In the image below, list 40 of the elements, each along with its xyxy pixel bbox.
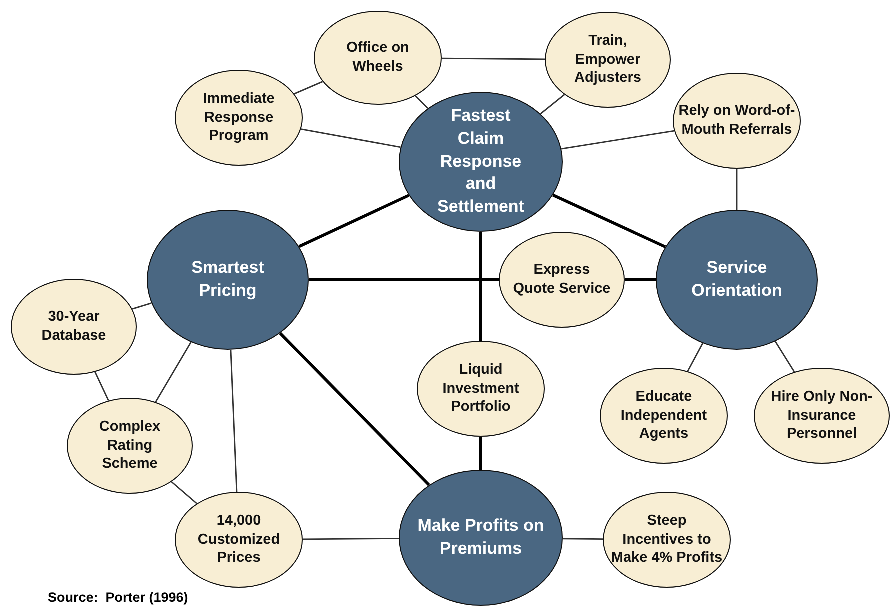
connector-line xyxy=(552,194,666,248)
node-label: Express Quote Service xyxy=(512,261,612,299)
connector-line xyxy=(562,538,604,540)
connector-line xyxy=(230,350,238,492)
node-label: Fastest Claim Response and Settlement xyxy=(436,104,526,218)
connector-line xyxy=(279,332,430,486)
connector-line xyxy=(736,169,738,210)
node-label: Rely on Word-of-Mouth Referrals xyxy=(678,102,796,140)
node-label: Hire Only Non-Insurance Personnel xyxy=(770,388,874,444)
connector-line xyxy=(625,278,656,282)
connector-line xyxy=(540,94,566,115)
node-label: Service Orientation xyxy=(690,257,784,302)
node-label: 14,000 Customized Prices xyxy=(196,512,282,568)
node-label: Smartest Pricing xyxy=(190,257,266,302)
connector-line xyxy=(171,481,198,504)
connector-line xyxy=(774,341,796,372)
connector-line xyxy=(132,302,152,310)
node-label: Steep Incentives to Make 4% Profits xyxy=(611,512,723,568)
connector-line xyxy=(301,128,401,148)
node-label: Educate Independent Agents xyxy=(620,388,708,444)
node-label: Make Profits on Premiums xyxy=(416,515,546,560)
connector-line xyxy=(298,194,410,248)
connector-line xyxy=(480,437,482,470)
connector-line xyxy=(415,96,429,110)
connector-line xyxy=(294,81,324,95)
connector-line xyxy=(687,343,704,372)
connector-line xyxy=(442,58,545,60)
node-label: Complex Rating Scheme xyxy=(98,418,162,474)
connector-line xyxy=(480,232,482,341)
connector-line xyxy=(94,372,110,402)
connector-line xyxy=(155,342,192,403)
connector-line xyxy=(303,538,399,540)
node-label: Office on Wheels xyxy=(346,39,410,77)
connector-line xyxy=(561,130,675,150)
node-label: Immediate Response Program xyxy=(202,90,276,146)
node-label: 30-Year Database xyxy=(40,308,108,346)
source-note: Source: Porter (1996) xyxy=(48,590,188,605)
node-label: Liquid Investment Portfolio xyxy=(442,360,520,418)
node-label: Train, Empower Adjusters xyxy=(574,32,642,88)
connector-line xyxy=(309,278,499,282)
